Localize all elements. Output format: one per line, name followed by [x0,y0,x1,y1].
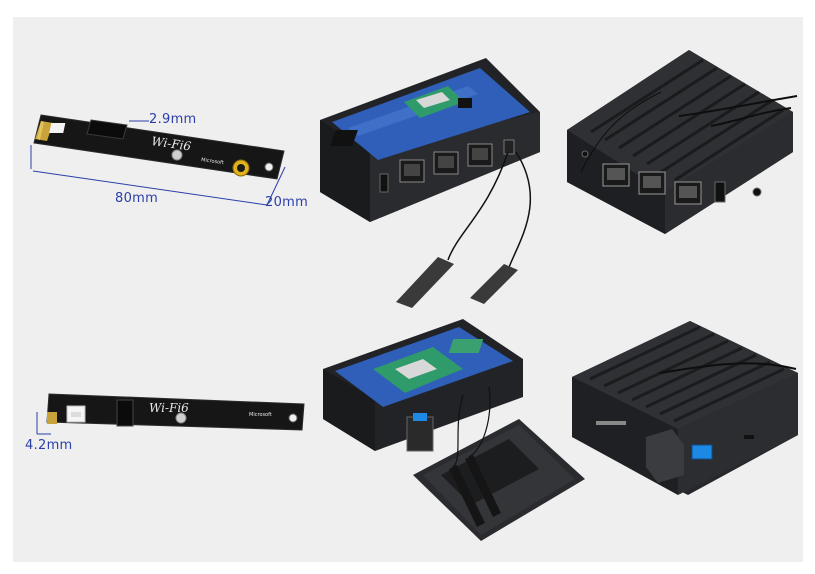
open-case-top [308,42,553,317]
closed-case-top [561,42,801,242]
closed-case-bottom-drawing [572,321,798,495]
m2-board-side-drawing: Wi-Fi6 Microsoft [36,393,305,435]
board-brand-side: Microsoft [249,412,272,418]
dimension-height-label: 2.9mm [149,112,197,127]
closed-case-drawing [567,50,798,234]
dimension-width-label: 20mm [265,195,309,210]
dimension-thickness-label: 4.2mm [25,438,73,453]
open-case-drawing [320,58,540,308]
board-silkscreen-side: Wi-Fi6 [149,401,189,415]
m2-board-side-view: Wi-Fi6 Microsoft 4.2mm [19,372,314,472]
open-case-bottom-drawing [323,319,585,541]
m2-board-top-view: Wi-Fi6 Microsoft 2.9mm 80mm 20mm [19,87,309,237]
board-silkscreen-top: Wi-Fi6 [151,134,193,153]
m2-board-drawing: Wi-Fi6 Microsoft [30,114,286,206]
image-panel: Wi-Fi6 Microsoft 2.9mm 80mm 20mm Wi-Fi6 [13,17,803,562]
dimension-length-label: 80mm [115,191,159,206]
board-brand-top: Microsoft [201,157,224,166]
open-case-bottom [313,309,593,561]
closed-case-bottom [568,317,803,497]
